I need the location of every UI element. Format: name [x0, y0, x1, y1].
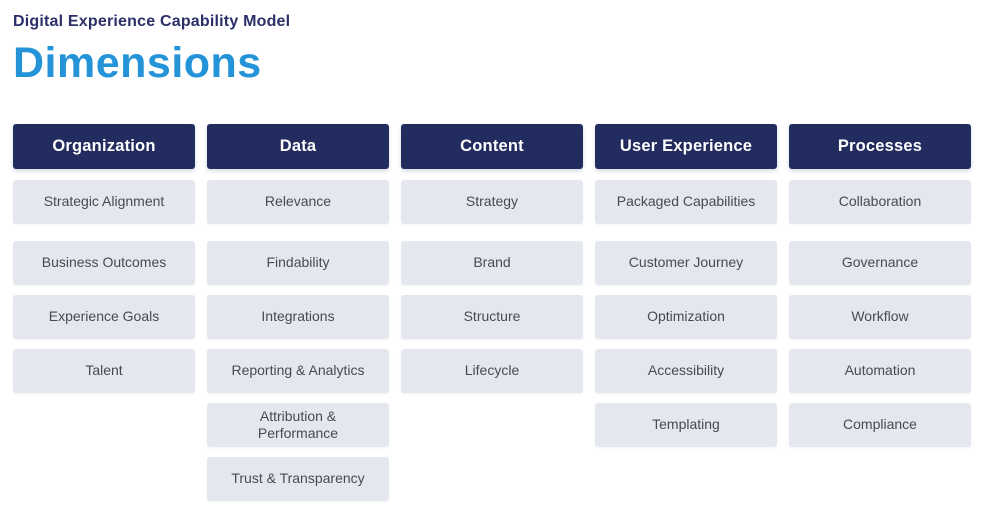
capability-cell-strategy: Strategy — [401, 180, 583, 224]
capability-cell-accessibility: Accessibility — [595, 349, 777, 393]
capability-cell-strategic-alignment: Strategic Alignment — [13, 180, 195, 224]
capability-cell-packaged-capabilities: Packaged Capabilities — [595, 180, 777, 224]
page-header: Digital Experience Capability Model Dime… — [13, 12, 290, 85]
page-title: Dimensions — [13, 39, 262, 88]
column-header-content: Content — [401, 124, 583, 169]
column-header-user-experience: User Experience — [595, 124, 777, 169]
capability-cell-findability: Findability — [207, 241, 389, 285]
column-header-data: Data — [207, 124, 389, 169]
capability-cell-relevance: Relevance — [207, 180, 389, 224]
capability-cell-talent: Talent — [13, 349, 195, 393]
capability-cell-governance: Governance — [789, 241, 971, 285]
capability-cell-workflow: Workflow — [789, 295, 971, 339]
column-header-organization: Organization — [13, 124, 195, 169]
capability-cell-brand: Brand — [401, 241, 583, 285]
capability-cell-experience-goals: Experience Goals — [13, 295, 195, 339]
capability-cell-business-outcomes: Business Outcomes — [13, 241, 195, 285]
column-header-processes: Processes — [789, 124, 971, 169]
capability-cell-customer-journey: Customer Journey — [595, 241, 777, 285]
capability-cell-optimization: Optimization — [595, 295, 777, 339]
capability-cell-trust-transparency: Trust & Transparency — [207, 457, 389, 501]
capability-cell-lifecycle: Lifecycle — [401, 349, 583, 393]
capability-cell-reporting-analytics: Reporting & Analytics — [207, 349, 389, 393]
capability-cell-automation: Automation — [789, 349, 971, 393]
capability-cell-collaboration: Collaboration — [789, 180, 971, 224]
kicker-text: Digital Experience Capability Model — [13, 13, 291, 30]
capability-cell-compliance: Compliance — [789, 403, 971, 447]
capability-cell-templating: Templating — [595, 403, 777, 447]
capability-cell-attribution-performance: Attribution & Performance — [207, 403, 389, 447]
capability-cell-integrations: Integrations — [207, 295, 389, 339]
capability-cell-structure: Structure — [401, 295, 583, 339]
